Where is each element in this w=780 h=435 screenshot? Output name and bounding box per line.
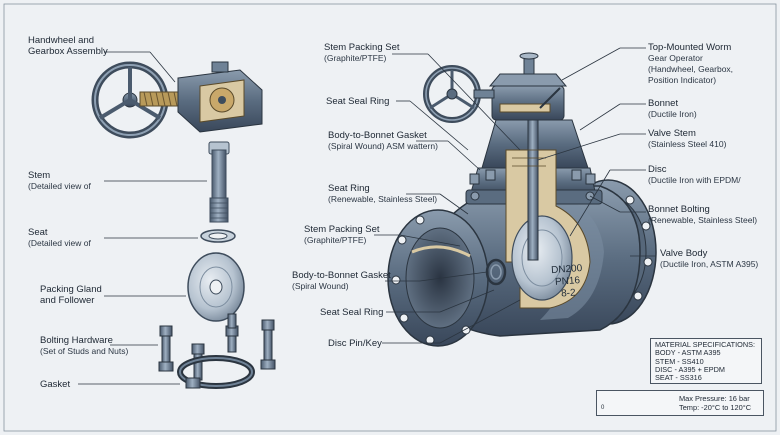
cutaway-section — [505, 119, 591, 309]
bolting-hardware-part — [158, 313, 276, 381]
left-leader-lines — [78, 51, 207, 385]
label-seat: Seat (Detailed view of — [28, 227, 91, 248]
spec-line: STEM - SS410 — [655, 356, 704, 366]
label-seat-ring: Seat Ring (Renewable, Stainless Steel) — [328, 183, 438, 204]
label-handwheel-assembly: Handwheel and Gearbox Assembly — [28, 35, 108, 57]
label-bolting-hardware: Bolting Hardware (Set of Studs and Nuts) — [40, 335, 129, 356]
spec-line: DISC - A395 + EPDM — [655, 364, 725, 374]
seat-ring-part — [200, 229, 236, 243]
scale-zero-label: 0 — [601, 405, 605, 411]
worm-shaft-part — [139, 91, 189, 107]
packing-gland-part — [187, 252, 245, 322]
label-gear-operator: Top-Mounted Worm Gear Operator (Handwhee… — [648, 42, 734, 85]
label-seat-seal-ring-mid: Seat Seal Ring — [320, 307, 384, 318]
max-pressure-text: Max Pressure: 16 bar — [679, 394, 750, 403]
specs-heading: MATERIAL SPECIFICATIONS: — [655, 340, 756, 349]
ratings-box: 0 Max Pressure: 16 bar Temp: -20°C to 12… — [596, 390, 764, 416]
label-valve-body: Valve Body (Ductile Iron, ASTM A395) — [660, 248, 759, 269]
label-disc: Disc (Ductile Iron with EPDM/ — [648, 164, 741, 185]
gasket-part — [177, 355, 255, 389]
top-gear-operator — [488, 52, 568, 121]
label-bonnet-gasket-top: Body-to-Bonnet Gasket (Spiral Wound) ASM… — [328, 130, 438, 151]
spec-line: BODY - ASTM A395 — [655, 348, 721, 358]
label-bonnet-bolting: Bonnet Bolting (Renewable, Stainless Ste… — [648, 204, 758, 225]
gearbox-part — [177, 61, 263, 133]
material-specifications-box: MATERIAL SPECIFICATIONS: BODY - ASTM A39… — [650, 338, 762, 384]
spec-line: SEAT - SS316 — [655, 373, 702, 383]
label-disc-pin: Disc Pin/Key — [328, 338, 382, 349]
label-packing-gland: Packing Gland and Follower — [40, 284, 102, 306]
label-seat-seal-ring-top: Seat Seal Ring — [326, 96, 390, 107]
sheet-border — [3, 3, 777, 432]
right-leader-lines — [537, 47, 656, 257]
label-bonnet-gasket-mid: Body-to-Bonnet Gasket (Spiral Wound) — [292, 270, 391, 291]
body-cast-marking: DN200 PN16 8-2 — [550, 262, 583, 300]
label-stem: Stem (Detailed view of — [28, 170, 91, 191]
label-valve-stem: Valve Stem (Stainless Steel 410) — [648, 128, 727, 149]
center-leader-lines — [374, 53, 521, 344]
temperature-range-text: Temp: -20°C to 120°C — [679, 403, 752, 412]
label-bonnet: Bonnet (Ductile Iron) — [648, 98, 697, 119]
label-stem-packing-mid: Stem Packing Set (Graphite/PTFE) — [304, 224, 380, 245]
label-gasket: Gasket — [40, 379, 71, 390]
stem-part — [208, 141, 230, 223]
label-stem-packing-top: Stem Packing Set (Graphite/PTFE) — [324, 42, 400, 63]
top-handwheel — [423, 65, 495, 123]
